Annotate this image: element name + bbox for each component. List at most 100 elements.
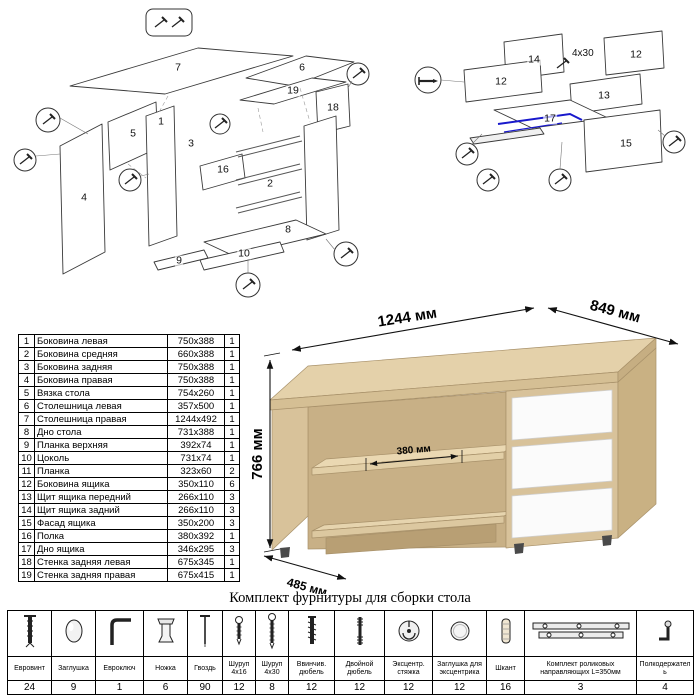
screw-long-icon [255,610,289,657]
hardware-item-label: Шуруп 4x16 [222,656,256,681]
parts-cell-name: Щит ящика задний [34,503,168,517]
hardware-icons-row [7,610,694,657]
part-number-label: 5 [129,127,137,140]
drawer-front-3 [511,487,613,539]
parts-cell-num: 2 [18,347,35,361]
hardware-item-qty: 4 [636,680,694,695]
parts-cell-size: 731x388 [167,425,225,439]
parts-cell-qty: 3 [224,490,240,504]
parts-cell-name: Стенка задняя левая [34,555,168,569]
double-dowel-icon [334,610,385,657]
parts-cell-name: Планка [34,464,168,478]
hardware-item-label: Ввинчив. дюбель [288,656,335,681]
part-number-label: 16 [216,163,230,176]
part-number-label: 18 [326,101,340,114]
exploded-view-desk-svg [13,8,370,298]
hardware-item-qty: 8 [255,680,289,695]
parts-cell-name: Цоколь [34,451,168,465]
parts-cell-num: 8 [18,425,35,439]
part-number-label: 12 [629,48,643,61]
desk-foot [602,535,612,546]
part-number-label: 19 [286,84,300,97]
part-number-label: 17 [543,112,557,125]
parts-cell-qty: 1 [224,425,240,439]
parts-cell-num: 15 [18,516,35,530]
dim-arrow-width-right [547,307,679,345]
parts-cell-name: Боковина средняя [34,347,168,361]
callout-box [145,8,193,37]
hardware-item-label: Заглушка [51,656,96,681]
parts-cell-size: 675x415 [167,568,225,582]
callout-leader-lines [440,79,666,170]
hardware-item-qty: 12 [384,680,433,695]
dim-arrow-width-left [291,306,535,352]
desk-foot [280,547,290,558]
parts-cell-size: 380x392 [167,529,225,543]
parts-cell-size: 750x388 [167,373,225,387]
hardware-item-label: Эксцентр. стяжка [384,656,433,681]
drawer-fronts [511,389,613,539]
drawer-rails [235,135,303,214]
part-number-label: 15 [619,137,633,150]
parts-cell-size: 750x388 [167,334,225,348]
parts-cell-num: 18 [18,555,35,569]
hardware-item-label: Евровинт [7,656,52,681]
desk-render-svg: 1244 мм 849 мм 766 мм 485 мм 380 мм [249,297,679,599]
parts-cell-num: 3 [18,360,35,374]
hardware-item-label: Гвоздь [187,656,223,681]
parts-cell-size: 350x110 [167,477,225,491]
dim-label-shelf-depth: 380 мм [396,444,431,458]
parts-cell-qty: 1 [224,529,240,543]
parts-cell-num: 10 [18,451,35,465]
parts-cell-num: 1 [18,334,35,348]
part-number-label: 3 [187,137,195,150]
dim-arrow-shelf-depth [369,453,459,467]
screw-dowel-icon [288,610,335,657]
parts-cell-name: Полка [34,529,168,543]
dimension-arrows [263,306,679,580]
dim-arrow-side-depth [263,555,347,580]
screw-size-note: 4x30 [572,48,594,59]
parts-cell-qty: 3 [224,516,240,530]
part-number-label: 13 [597,89,611,102]
cap-icon [51,610,96,657]
parts-cell-size: 754x260 [167,386,225,400]
hardware-item-qty: 90 [187,680,223,695]
drawer-front-2 [511,438,613,490]
hardware-item-qty: 12 [432,680,487,695]
parts-cell-qty: 2 [224,464,240,478]
parts-cell-name: Дно стола [34,425,168,439]
parts-cell-qty: 1 [224,568,240,582]
screw-small-icon [222,610,256,657]
parts-cell-num: 9 [18,438,35,452]
parts-cell-num: 13 [18,490,35,504]
parts-cell-num: 14 [18,503,35,517]
cam-cover-icon [432,610,487,657]
part-number-label: 12 [494,75,508,88]
parts-cell-name: Боковина левая [34,334,168,348]
parts-cell-num: 19 [18,568,35,582]
parts-cell-size: 1244x492 [167,412,225,426]
parts-cell-name: Стенка задняя правая [34,568,168,582]
parts-cell-qty: 3 [224,542,240,556]
parts-cell-qty: 1 [224,386,240,400]
parts-cell-size: 392x74 [167,438,225,452]
parts-cell-num: 12 [18,477,35,491]
drawer-slides-icon [524,610,637,657]
